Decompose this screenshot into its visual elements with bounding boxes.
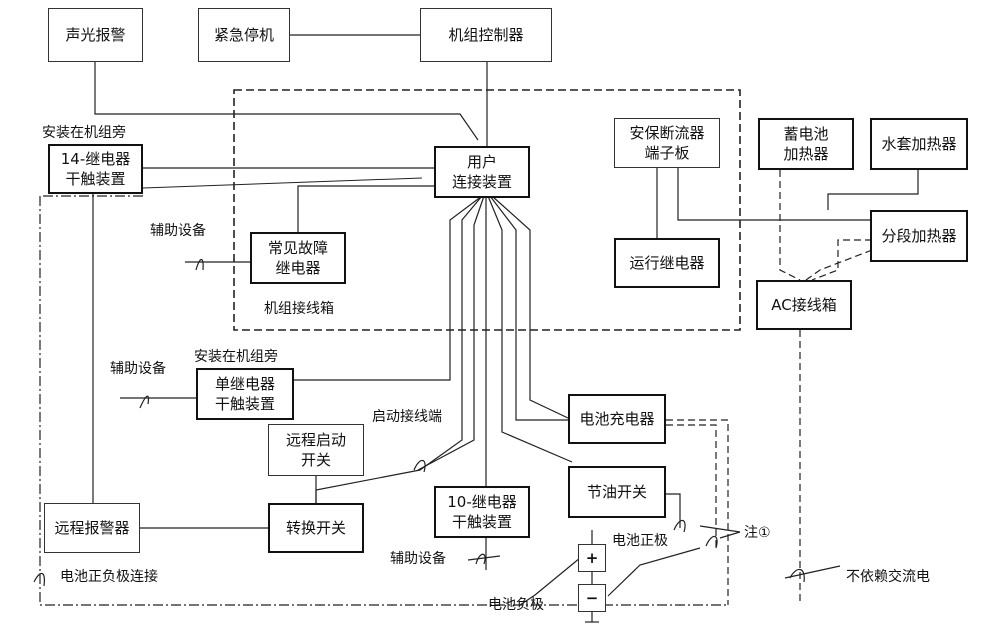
genset-controller-label: 机组控制器 <box>448 26 524 44</box>
segment-heater-label: 分段加热器 <box>881 227 957 245</box>
transfer-switch-box: 转换开关 <box>268 503 364 553</box>
fuel-switch-label: 节油开关 <box>586 483 647 501</box>
segment-heater-box: 分段加热器 <box>870 210 968 262</box>
no-ac-power-label: 不依赖交流电 <box>846 569 930 585</box>
relay10-line1: 10-继电器 <box>447 493 517 511</box>
fuel-switch-box: 节油开关 <box>568 466 666 518</box>
breaker-terminal-box: 安保断流器 端子板 <box>614 118 720 168</box>
relay10-box: 10-继电器 干触装置 <box>434 486 530 538</box>
genset-junction-box-label: 机组接线箱 <box>264 301 334 317</box>
emergency-stop-box: 紧急停机 <box>198 8 290 62</box>
common-fault-line1: 常见故障 <box>267 239 328 257</box>
single-relay-line1: 单继电器 <box>214 375 275 393</box>
breaker-terminal-line1: 安保断流器 <box>629 124 705 142</box>
sound-light-alarm-box: 声光报警 <box>48 8 143 62</box>
run-relay-label: 运行继电器 <box>629 254 705 272</box>
install-beside-label-1: 安装在机组旁 <box>42 125 126 141</box>
jacket-heater-label: 水套加热器 <box>881 135 957 153</box>
relay14-line1: 14-继电器 <box>60 150 131 168</box>
remote-start-switch-box: 远程启动 开关 <box>268 424 364 476</box>
start-terminal-label: 启动接线端 <box>372 409 442 425</box>
single-relay-line2: 干触装置 <box>214 395 275 413</box>
emergency-stop-label: 紧急停机 <box>213 26 274 44</box>
battery-positive-terminal: + <box>578 544 606 572</box>
battery-negative-terminal: − <box>578 584 606 612</box>
relay14-line2: 干触装置 <box>65 170 126 188</box>
battery-charger-box: 电池充电器 <box>568 394 666 444</box>
ac-junction-label: AC接线箱 <box>771 296 837 314</box>
install-beside-label-2: 安装在机组旁 <box>194 349 278 365</box>
user-connection-line1: 用户 <box>466 153 497 171</box>
battery-negative-label: 电池负极 <box>488 597 544 613</box>
ac-junction-box: AC接线箱 <box>756 280 852 330</box>
aux-equipment-label-2: 辅助设备 <box>110 361 166 377</box>
minus-symbol: − <box>585 589 599 607</box>
common-fault-line2: 继电器 <box>275 259 321 277</box>
remote-alarm-box: 远程报警器 <box>44 503 140 553</box>
aux-equipment-label-1: 辅助设备 <box>150 223 206 239</box>
remote-alarm-label: 远程报警器 <box>54 519 130 537</box>
genset-controller-box: 机组控制器 <box>420 8 552 62</box>
user-connection-line2: 连接装置 <box>451 173 512 191</box>
aux-equipment-label-3: 辅助设备 <box>390 551 446 567</box>
battery-charger-label: 电池充电器 <box>579 410 655 428</box>
remote-start-line2: 开关 <box>300 451 331 469</box>
single-relay-box: 单继电器 干触装置 <box>196 368 294 420</box>
battery-pn-connection-label: 电池正负极连接 <box>60 569 158 585</box>
plus-symbol: + <box>585 549 599 567</box>
run-relay-box: 运行继电器 <box>614 238 720 288</box>
jacket-heater-box: 水套加热器 <box>870 118 968 170</box>
battery-heater-line2: 加热器 <box>783 145 829 163</box>
battery-positive-label: 电池正极 <box>612 533 668 549</box>
remote-start-line1: 远程启动 <box>285 431 346 449</box>
battery-heater-line1: 蓄电池 <box>783 125 829 143</box>
relay10-line2: 干触装置 <box>451 513 512 531</box>
common-fault-relay-box: 常见故障 继电器 <box>250 232 346 284</box>
breaker-terminal-line2: 端子板 <box>644 144 690 162</box>
sound-light-alarm-label: 声光报警 <box>65 26 126 44</box>
note-1-label: 注① <box>744 525 771 541</box>
battery-heater-box: 蓄电池 加热器 <box>758 118 854 170</box>
user-connection-box: 用户 连接装置 <box>434 146 530 198</box>
relay14-box: 14-继电器 干触装置 <box>48 144 143 194</box>
transfer-switch-label: 转换开关 <box>285 519 346 537</box>
